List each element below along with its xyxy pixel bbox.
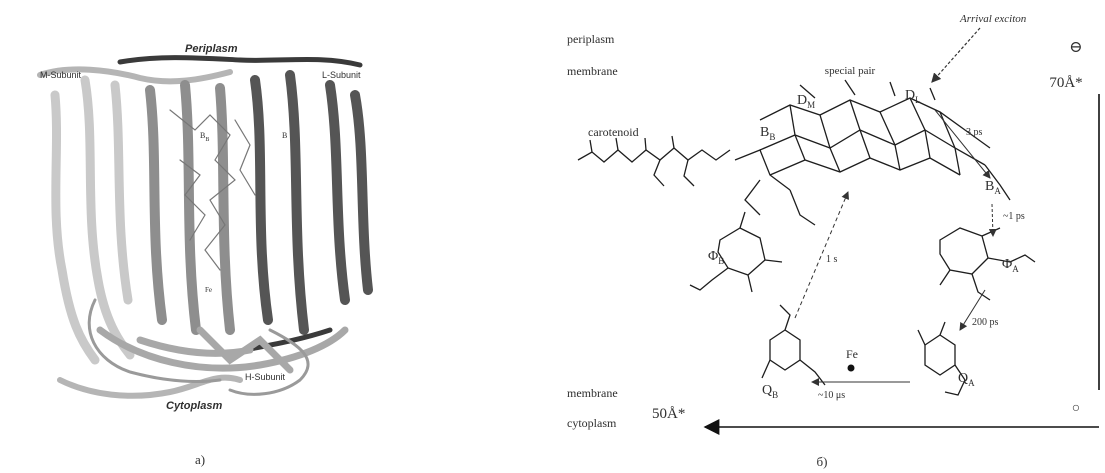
sign-minus: ⊖ xyxy=(1069,39,1082,56)
label-arrival-exciton: Arrival exciton xyxy=(959,13,1027,25)
label-membrane-bottom: membrane xyxy=(567,386,618,400)
label-l-subunit: L-Subunit xyxy=(322,70,361,80)
label-ba: BA xyxy=(985,179,1001,196)
label-m-subunit: M-Subunit xyxy=(40,70,82,80)
label-carotenoid: carotenoid xyxy=(588,125,639,139)
sign-zero: ○ xyxy=(1072,401,1080,416)
label-cofactor-bb: BB xyxy=(200,131,209,143)
panel-a: Periplasm M-Subunit L-Subunit H-Subunit … xyxy=(40,43,368,467)
label-10us: ~10 μs xyxy=(818,390,845,401)
label-70a: 70Å* xyxy=(1049,75,1082,91)
arrow-1s xyxy=(795,192,848,318)
label-1s: 1 s xyxy=(826,254,838,265)
arrow-3ps xyxy=(935,110,990,178)
caption-a: а) xyxy=(195,452,205,467)
label-dl: DL xyxy=(905,88,921,105)
label-periplasm: Periplasm xyxy=(185,43,238,55)
panel-b: periplasm membrane membrane cytoplasm sp… xyxy=(567,13,1099,469)
label-fe-b: Fe xyxy=(846,347,858,361)
label-cofactor-ba: B xyxy=(282,131,287,140)
label-200ps: 200 ps xyxy=(972,317,999,328)
label-phi-b: ΦB xyxy=(708,249,724,266)
label-cytoplasm: Cytoplasm xyxy=(166,400,222,412)
label-qb: QB xyxy=(762,383,778,400)
label-3ps: 3 ps xyxy=(966,127,983,138)
label-membrane-top: membrane xyxy=(567,64,618,78)
label-50a: 50Å* xyxy=(652,406,685,422)
caption-b: б) xyxy=(817,454,828,469)
label-cofactor-fe: Fe xyxy=(205,286,212,294)
label-bb: BB xyxy=(760,125,775,142)
label-h-subunit: H-Subunit xyxy=(245,372,286,382)
fe-atom-dot xyxy=(848,365,855,372)
label-cytoplasm-b: cytoplasm xyxy=(567,416,617,430)
label-special-pair: special pair xyxy=(825,65,876,77)
protein-ribbon-image xyxy=(40,58,368,396)
label-qa: QA xyxy=(958,371,975,388)
exciton-arrow xyxy=(932,28,980,82)
label-periplasm-b: periplasm xyxy=(567,32,615,46)
label-1ps: ~1 ps xyxy=(1003,211,1025,222)
